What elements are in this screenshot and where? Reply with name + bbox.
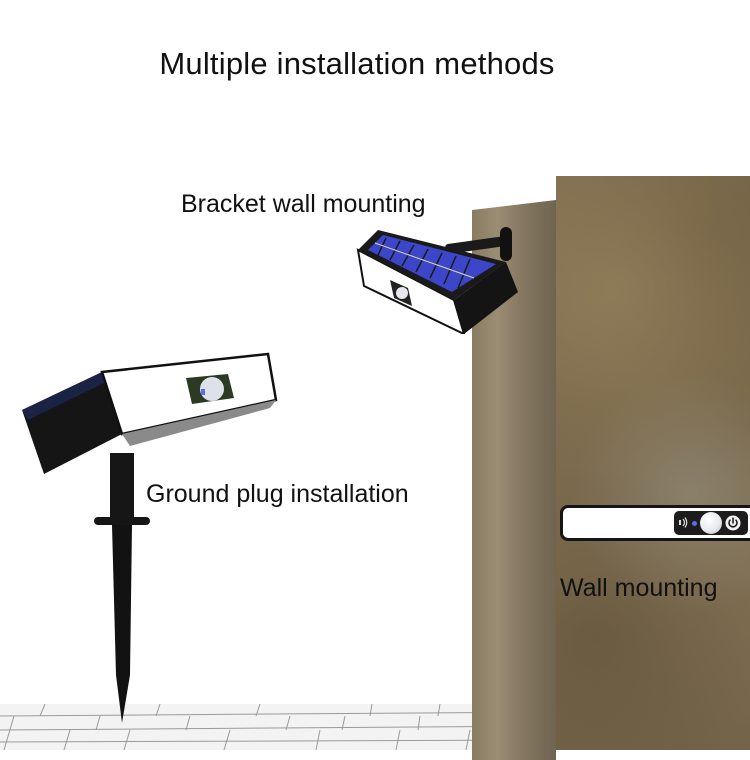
power-icon[interactable] <box>725 515 741 531</box>
ground-plug-solar-light <box>22 352 278 474</box>
label-wall-mounting: Wall mounting <box>560 574 718 602</box>
page-title: Multiple installation methods <box>159 46 555 81</box>
ground-stake <box>94 453 150 723</box>
bracket-solar-light <box>356 230 518 334</box>
label-ground-plug-installation: Ground plug installation <box>146 480 409 508</box>
label-bracket-wall-mounting: Bracket wall mounting <box>181 190 426 218</box>
radar-sensor-icon <box>679 517 688 528</box>
stone-pillar-front <box>556 176 750 750</box>
tiled-floor <box>0 704 560 750</box>
led-indicator-icon <box>692 521 697 526</box>
bracket-wall-plate <box>500 227 512 261</box>
pir-sensor-dome-icon <box>700 512 722 534</box>
